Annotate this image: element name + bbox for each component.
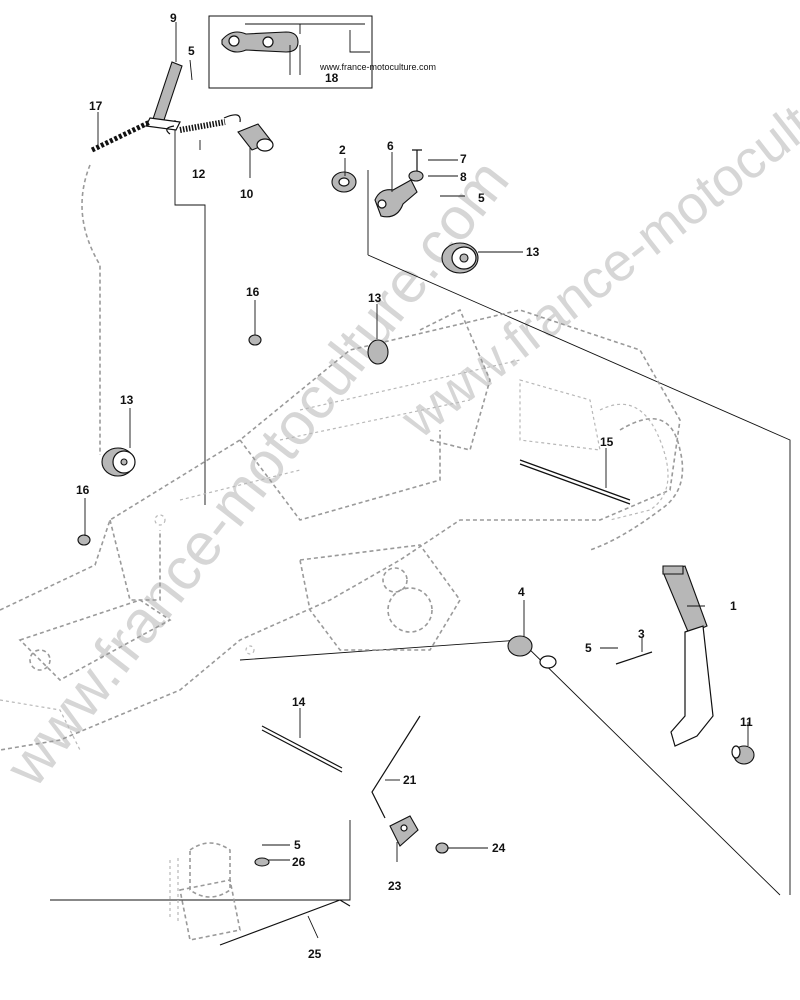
callout-5-top: 5 bbox=[188, 44, 195, 58]
leader-lines bbox=[84, 22, 749, 939]
callout-2: 2 bbox=[339, 143, 346, 157]
chassis-dashed bbox=[0, 164, 684, 751]
part-6-bracket bbox=[374, 179, 418, 218]
callout-7: 7 bbox=[460, 152, 467, 166]
callout-3: 3 bbox=[638, 627, 645, 641]
callout-13-top: 13 bbox=[526, 245, 540, 259]
callout-10: 10 bbox=[240, 187, 254, 201]
part-21-rod bbox=[371, 715, 421, 819]
part-2-bushing bbox=[331, 171, 357, 193]
part-13-pulley-mid bbox=[367, 339, 389, 365]
part-7-bolt bbox=[412, 149, 422, 172]
lower-assembly-dashed bbox=[169, 842, 241, 941]
callout-23: 23 bbox=[388, 879, 402, 893]
part-8-washer bbox=[408, 170, 424, 182]
detail-inset-18: www.france-motoculture.com bbox=[208, 15, 436, 89]
part-25-rod bbox=[219, 899, 351, 946]
callout-1: 1 bbox=[730, 599, 737, 613]
callout-17: 17 bbox=[89, 99, 103, 113]
part-9-lever-arm bbox=[145, 61, 183, 131]
callout-16-top: 16 bbox=[246, 285, 260, 299]
callout-13-mid: 13 bbox=[368, 291, 382, 305]
callout-labels: 9 5 17 12 10 18 2 6 7 8 5 13 13 16 13 16… bbox=[76, 11, 753, 961]
callout-18: 18 bbox=[325, 71, 339, 85]
callout-25: 25 bbox=[308, 947, 322, 961]
callout-9: 9 bbox=[170, 11, 177, 25]
part-1-handle bbox=[662, 565, 714, 747]
part-16-nut-left bbox=[77, 534, 91, 546]
callout-6: 6 bbox=[387, 139, 394, 153]
callout-5-handle: 5 bbox=[585, 641, 592, 655]
part-4-cam bbox=[507, 635, 533, 657]
part-13-pulley-top bbox=[441, 242, 479, 274]
watermark-large: www.france-motoculture.com bbox=[0, 147, 522, 799]
part-10-bushing bbox=[237, 123, 274, 152]
part-26-washer bbox=[254, 857, 270, 867]
callout-12: 12 bbox=[192, 167, 206, 181]
callout-21: 21 bbox=[403, 773, 417, 787]
part-23-bracket bbox=[389, 815, 419, 847]
part-11-knob bbox=[731, 745, 755, 765]
part-17-chain bbox=[90, 119, 152, 153]
part-24-nut bbox=[435, 842, 449, 854]
callout-8: 8 bbox=[460, 170, 467, 184]
part-12-spring bbox=[166, 114, 241, 135]
part-16-nut-top bbox=[248, 334, 262, 346]
callout-4: 4 bbox=[518, 585, 525, 599]
source-url: www.france-motoculture.com bbox=[319, 62, 436, 72]
part-13-pulley-left bbox=[101, 447, 136, 477]
callout-26: 26 bbox=[292, 855, 306, 869]
callout-16-left: 16 bbox=[76, 483, 90, 497]
callout-5-right: 5 bbox=[478, 191, 485, 205]
callout-14: 14 bbox=[292, 695, 306, 709]
callout-15: 15 bbox=[600, 435, 614, 449]
callout-11: 11 bbox=[740, 715, 753, 729]
callout-13-left: 13 bbox=[120, 393, 134, 407]
part-14-rod bbox=[261, 725, 343, 773]
callout-24: 24 bbox=[492, 841, 506, 855]
part-3-pin bbox=[539, 651, 653, 669]
part-15-rod bbox=[519, 459, 631, 505]
callout-5-bottom: 5 bbox=[294, 838, 301, 852]
